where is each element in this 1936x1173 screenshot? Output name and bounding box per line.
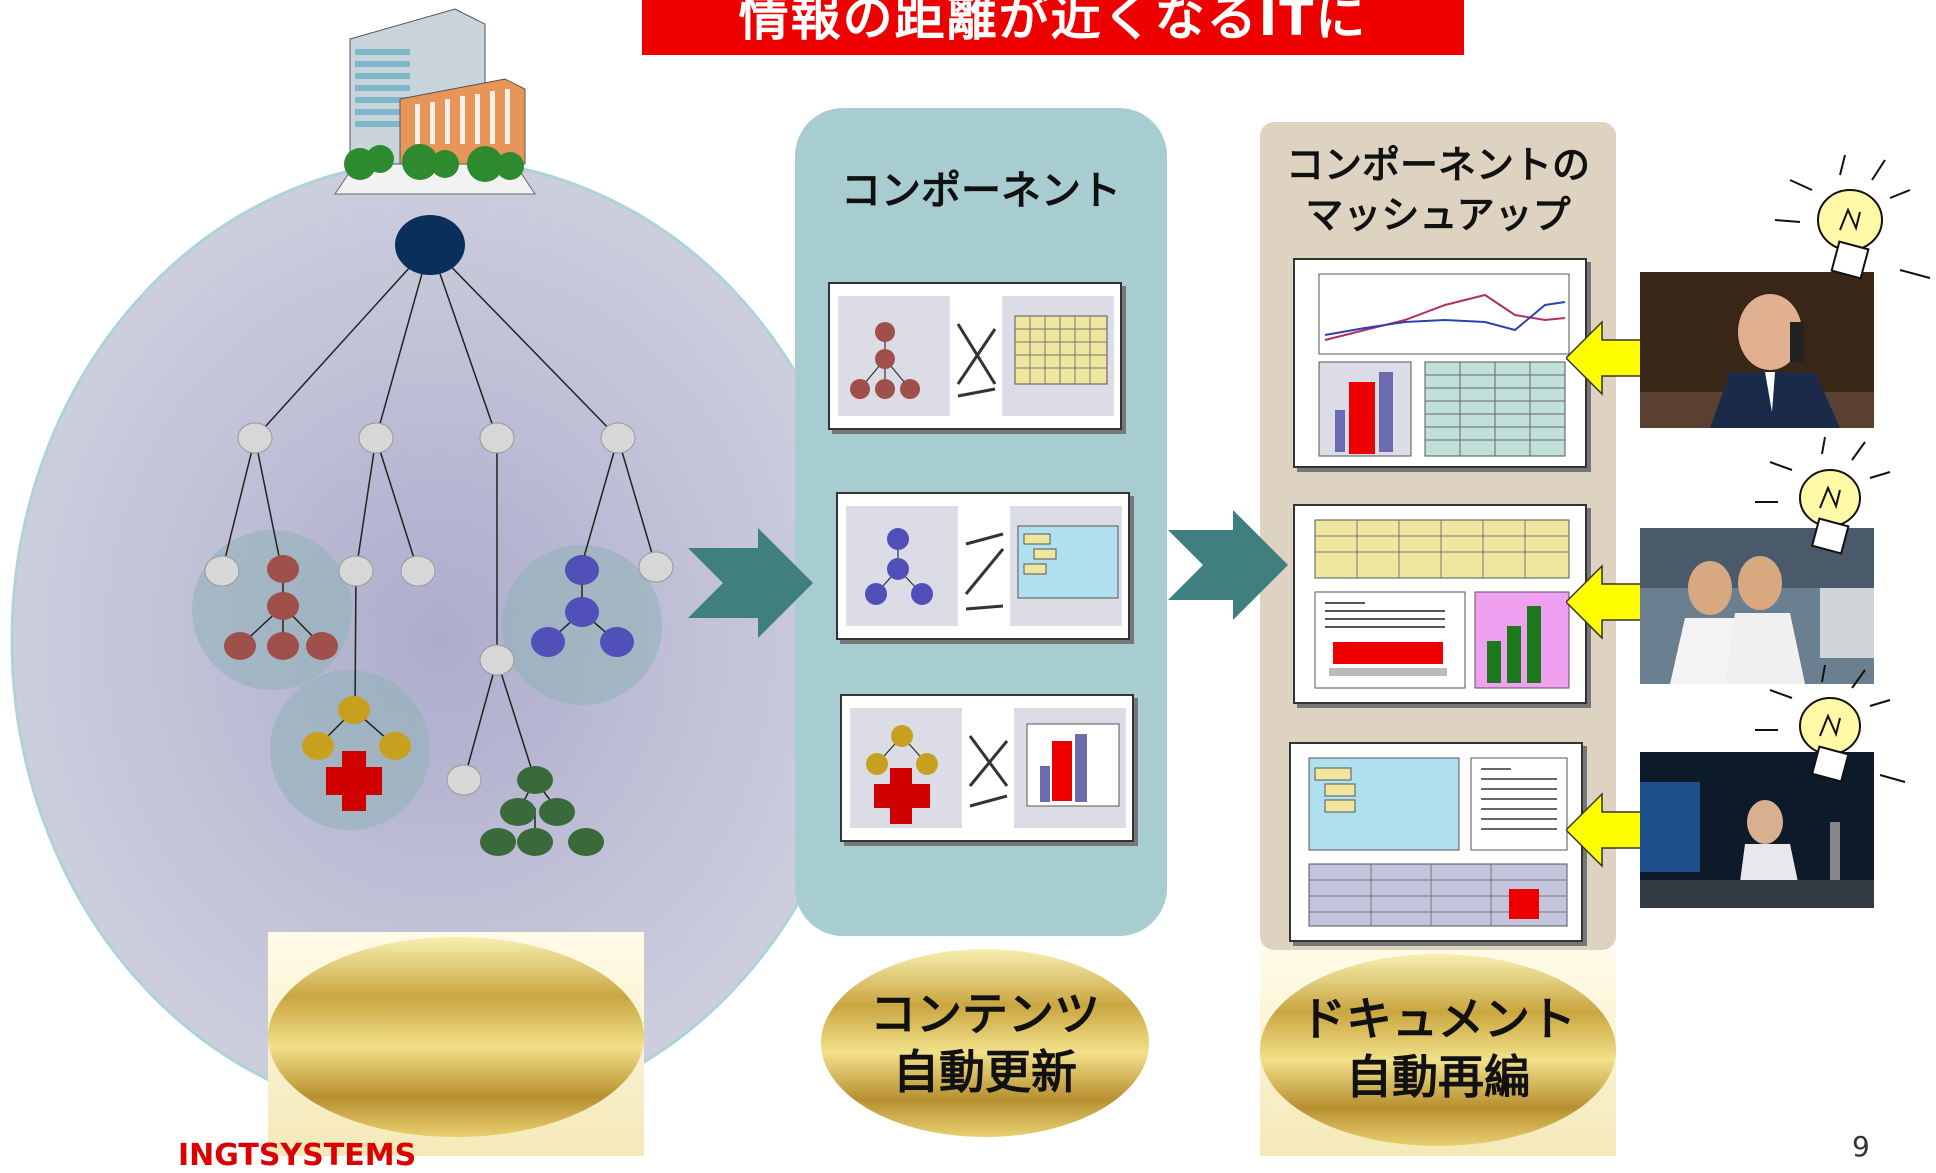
content-label-line1: コンテンツ — [870, 987, 1100, 1041]
mashup-doc-2-art — [1314, 519, 1570, 689]
photo-businessman-phone — [1640, 272, 1874, 428]
bar-chart-icon — [1026, 723, 1120, 807]
mashup-doc-2 — [1293, 504, 1587, 704]
page-number: 9 — [1852, 1130, 1870, 1163]
component-card-3-art — [850, 708, 1126, 828]
gold-label-left-bg — [268, 932, 644, 1156]
component-card-1-art — [838, 296, 1114, 416]
yellow-arrow-2 — [1566, 564, 1649, 640]
mashup-panel-title: コンポーネントの マッシュアップ — [1260, 140, 1616, 240]
component-card-1 — [828, 282, 1122, 430]
gold-label-content-bg — [821, 949, 1149, 1137]
yellow-arrow-3 — [1566, 792, 1649, 868]
content-label-line2: 自動更新 — [893, 1045, 1077, 1099]
root-node — [395, 215, 465, 275]
mashup-title-line1: コンポーネントの — [1285, 143, 1590, 187]
building-icon — [334, 8, 536, 195]
lightbulb-icon — [1774, 154, 1930, 280]
teal-arrow-1 — [688, 528, 813, 638]
mashup-doc-3-art — [1308, 757, 1568, 927]
lightbulb-icon-2 — [1755, 436, 1891, 555]
page-title: 情報の距離が近くなるITに — [642, 0, 1464, 55]
mashup-doc-1-art — [1318, 273, 1570, 457]
yellow-cluster — [270, 670, 430, 830]
gold-label-document-bg — [1260, 950, 1616, 1156]
component-card-3 — [840, 694, 1134, 842]
teal-arrow-2 — [1168, 510, 1288, 620]
mashup-title-line2: マッシュアップ — [1305, 193, 1571, 237]
mashup-doc-3 — [1289, 742, 1583, 942]
lightbulb-icon-3 — [1755, 664, 1906, 783]
document-label-line1: ドキュメント — [1300, 992, 1576, 1046]
photo-two-men-computer — [1640, 528, 1874, 684]
component-panel-title: コンポーネント — [841, 168, 1121, 214]
component-card-2 — [836, 492, 1130, 640]
mashup-doc-1 — [1293, 258, 1587, 468]
component-card-2-art — [846, 506, 1122, 626]
document-label-line2: 自動再編 — [1346, 1050, 1530, 1104]
organization-tree — [192, 215, 674, 856]
yellow-arrow-1 — [1566, 320, 1649, 396]
table-icon — [1014, 315, 1108, 385]
content-auto-update-label: コンテンツ 自動更新 — [820, 948, 1150, 1138]
document-auto-reorg-label: ドキュメント 自動再編 — [1260, 950, 1616, 1146]
line-chart-icon — [1318, 273, 1570, 355]
red-cross-icon — [326, 751, 382, 811]
